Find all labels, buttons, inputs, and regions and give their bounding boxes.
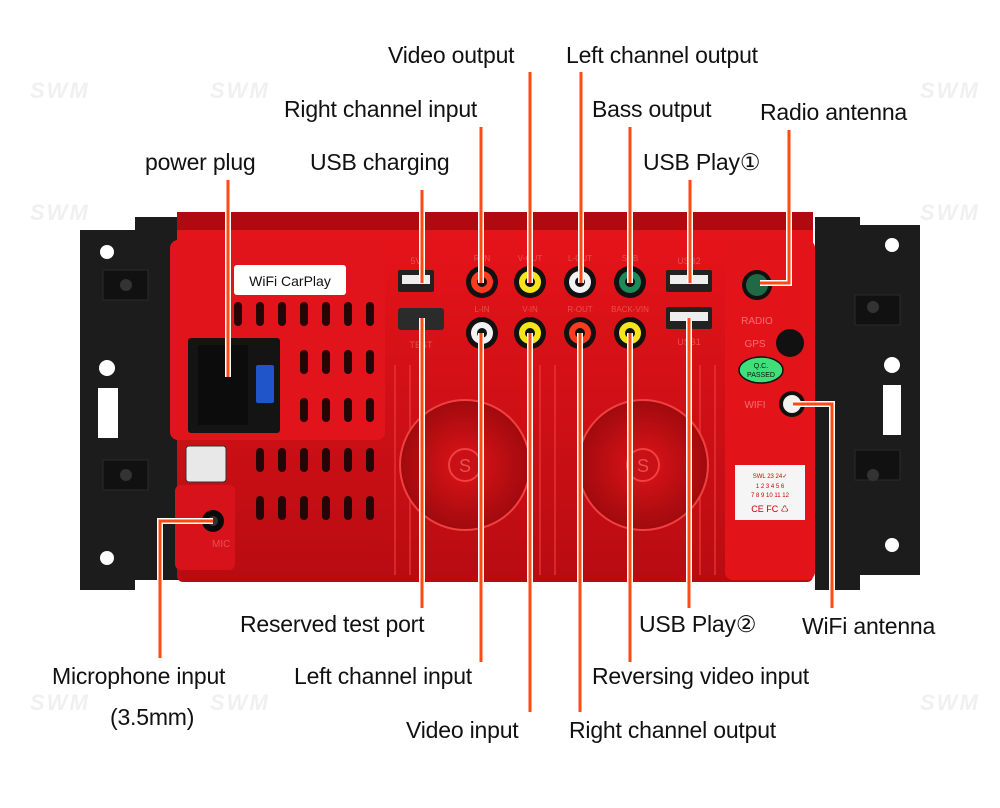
label-left-channel-input: Left channel input bbox=[294, 663, 472, 689]
callout-line-microphone-input bbox=[158, 519, 213, 658]
svg-text:RADIO: RADIO bbox=[741, 316, 773, 327]
left-mounting-bracket bbox=[80, 217, 185, 590]
watermark: SWM bbox=[210, 690, 270, 715]
label-usb-play-2: USB Play② bbox=[639, 611, 757, 637]
radio-antenna-port: RADIO bbox=[741, 270, 773, 327]
label-radio-antenna: Radio antenna bbox=[760, 99, 908, 125]
svg-text:S: S bbox=[459, 456, 471, 476]
label-usb-charging: USB charging bbox=[310, 149, 450, 175]
svg-text:SWL 23 24✓: SWL 23 24✓ bbox=[753, 474, 788, 480]
mount-hole bbox=[885, 538, 899, 552]
label-wifi-antenna: WiFi antenna bbox=[802, 613, 936, 639]
mount-slot bbox=[883, 385, 901, 435]
screw-icon bbox=[120, 279, 132, 291]
screw-icon bbox=[867, 469, 879, 481]
mount-hole bbox=[99, 360, 115, 376]
mount-slot bbox=[98, 388, 118, 438]
label-video-input: Video input bbox=[406, 717, 519, 743]
cooling-fan-right: S bbox=[577, 399, 709, 531]
watermark: SWM bbox=[920, 690, 980, 715]
red-housing: S S MIC WiFi CarPlay bbox=[170, 212, 815, 582]
svg-text:Q.C.: Q.C. bbox=[754, 363, 768, 370]
label-video-output: Video output bbox=[388, 42, 515, 68]
svg-text:1 2 3 4 5 6: 1 2 3 4 5 6 bbox=[756, 484, 785, 490]
watermark: SWM bbox=[30, 690, 90, 715]
svg-text:BACK-VIN: BACK-VIN bbox=[611, 305, 649, 314]
watermark: SWM bbox=[30, 78, 90, 103]
label-usb-play-1: USB Play① bbox=[643, 149, 761, 175]
svg-text:MIC: MIC bbox=[212, 539, 230, 550]
aux-connector bbox=[185, 445, 227, 483]
label-left-channel-output: Left channel output bbox=[566, 42, 758, 68]
svg-text:7 8 9 10 11 12: 7 8 9 10 11 12 bbox=[751, 493, 790, 499]
label-right-channel-output: Right channel output bbox=[569, 717, 776, 743]
svg-text:V-IN: V-IN bbox=[522, 305, 538, 314]
svg-text:S: S bbox=[637, 456, 649, 476]
iso-power-connector bbox=[188, 338, 280, 433]
svg-text:PASSED: PASSED bbox=[747, 372, 775, 379]
watermark: SWM bbox=[210, 78, 270, 103]
wifi-antenna-port: WIFI bbox=[744, 391, 805, 417]
label-right-channel-input: Right channel input bbox=[284, 96, 478, 122]
label-reserved-test-port: Reserved test port bbox=[240, 611, 425, 637]
screw-icon bbox=[867, 301, 879, 313]
label-microphone-input-size: (3.5mm) bbox=[110, 704, 195, 730]
qc-passed-badge: Q.C. PASSED bbox=[738, 356, 784, 384]
callout-line-wifi-antenna bbox=[793, 402, 834, 608]
mount-hole bbox=[100, 551, 114, 565]
label-power-plug: power plug bbox=[145, 149, 256, 175]
watermark: SWM bbox=[920, 78, 980, 103]
svg-text:5V: 5V bbox=[410, 256, 421, 266]
gps-port: GPS bbox=[744, 329, 804, 357]
mount-hole bbox=[885, 238, 899, 252]
svg-text:L-IN: L-IN bbox=[474, 305, 489, 314]
watermark: SWM bbox=[30, 200, 90, 225]
svg-text:CE FC ♺: CE FC ♺ bbox=[751, 504, 789, 514]
vent-slots bbox=[234, 302, 374, 520]
label-reversing-video-input: Reversing video input bbox=[592, 663, 809, 689]
fuse bbox=[256, 365, 274, 403]
watermark: SWM bbox=[920, 200, 980, 225]
wifi-carplay-sticker: WiFi CarPlay bbox=[234, 265, 346, 295]
svg-text:WiFi CarPlay: WiFi CarPlay bbox=[249, 273, 331, 289]
svg-text:WIFI: WIFI bbox=[744, 400, 765, 411]
screw-icon bbox=[120, 469, 132, 481]
callout-line-radio-antenna bbox=[760, 130, 791, 285]
svg-text:GPS: GPS bbox=[744, 339, 765, 350]
label-microphone-input: Microphone input bbox=[52, 663, 226, 689]
mount-hole bbox=[100, 245, 114, 259]
mount-hole bbox=[884, 357, 900, 373]
callout-lines bbox=[157, 72, 835, 712]
label-bass-output: Bass output bbox=[592, 96, 712, 122]
spec-label: SWL 23 24✓ 1 2 3 4 5 6 7 8 9 10 11 12 CE… bbox=[735, 465, 805, 520]
right-mounting-bracket bbox=[815, 217, 920, 590]
svg-text:R-OUT: R-OUT bbox=[567, 305, 592, 314]
